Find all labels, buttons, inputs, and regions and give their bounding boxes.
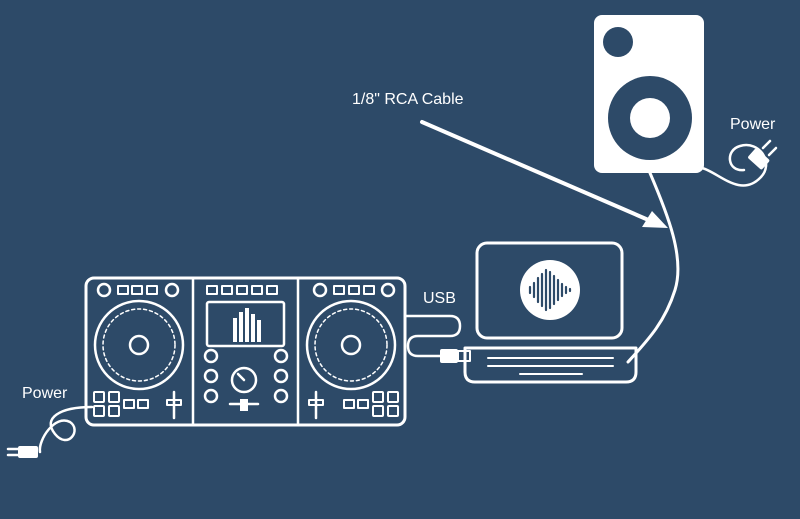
usb-plug-icon — [440, 349, 471, 363]
usb-cable — [403, 314, 462, 358]
rca-cable-line — [626, 171, 680, 364]
speaker-power-label: Power — [730, 116, 776, 133]
controller-power-label: Power — [22, 385, 68, 402]
arrow-icon — [420, 120, 668, 228]
power-plug-icon — [6, 446, 38, 458]
vinyl-waveform-logo-icon — [520, 260, 580, 320]
controller-power-cord — [38, 405, 94, 454]
laptop-icon — [463, 241, 638, 384]
power-plug-icon — [748, 139, 778, 170]
dj-controller-icon — [84, 276, 407, 427]
speaker-icon — [594, 15, 704, 173]
rca-cable-label: 1/8" RCA Cable — [352, 91, 464, 108]
usb-label: USB — [423, 290, 456, 307]
